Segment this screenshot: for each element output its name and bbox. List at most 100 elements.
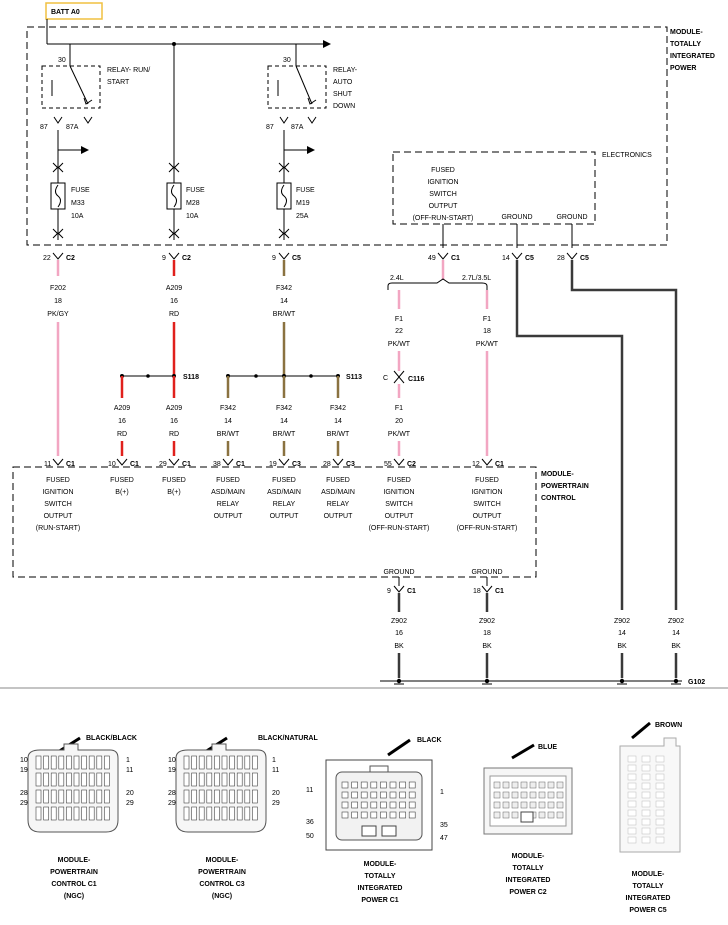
connector-cavity bbox=[191, 755, 197, 770]
connector-cavity bbox=[556, 781, 564, 789]
svg-text:M28: M28 bbox=[186, 200, 200, 207]
connector-cavity bbox=[66, 772, 72, 787]
connector-cavity bbox=[96, 772, 103, 787]
connector-cavity bbox=[655, 809, 665, 817]
svg-text:RELAY- RUN/: RELAY- RUN/ bbox=[107, 67, 150, 74]
svg-text:11: 11 bbox=[126, 767, 133, 774]
connector-cavity bbox=[538, 811, 546, 819]
connector-cavity bbox=[229, 755, 235, 770]
connector-cavity bbox=[538, 801, 546, 809]
connector-cavity bbox=[236, 806, 243, 821]
connector-cavity bbox=[244, 772, 251, 787]
svg-text:F202: F202 bbox=[50, 285, 66, 292]
svg-text:B(+): B(+) bbox=[115, 489, 128, 496]
svg-text:2.4L: 2.4L bbox=[390, 275, 404, 282]
connector-cavity bbox=[493, 801, 501, 809]
svg-text:BK: BK bbox=[617, 643, 627, 650]
svg-text:C1: C1 bbox=[130, 461, 139, 468]
mtip-ground2-label: GROUND bbox=[556, 214, 587, 221]
connector-cavity bbox=[229, 772, 235, 787]
connector-cavity bbox=[556, 801, 564, 809]
connector-cavity bbox=[502, 791, 510, 799]
connector-cavity bbox=[221, 806, 228, 821]
svg-text:MODULE-: MODULE- bbox=[58, 857, 91, 864]
svg-text:C3: C3 bbox=[292, 461, 301, 468]
svg-text:BLACK: BLACK bbox=[417, 737, 442, 744]
connector-mtip-c2: BLUE MODULE- TOTALLY INTEGRATED POWER C2 bbox=[483, 743, 573, 896]
svg-text:36: 36 bbox=[306, 819, 314, 826]
connector-cavity bbox=[43, 789, 49, 804]
svg-text:RELAY: RELAY bbox=[273, 501, 296, 508]
connector-cavity bbox=[206, 755, 213, 770]
connector-cavity bbox=[73, 806, 80, 821]
connector-cavity bbox=[58, 772, 65, 787]
connector-cavity bbox=[229, 789, 235, 804]
connector-cavity bbox=[58, 806, 65, 821]
svg-text:CONTROL C3: CONTROL C3 bbox=[199, 881, 244, 888]
connector-cavity bbox=[547, 781, 555, 789]
svg-text:1: 1 bbox=[440, 789, 444, 796]
connector-cavity bbox=[511, 801, 519, 809]
connector-cavity bbox=[43, 806, 49, 821]
connector-cavity bbox=[511, 781, 519, 789]
connector-cavity bbox=[236, 755, 243, 770]
connector-cavity bbox=[236, 789, 243, 804]
svg-text:BR/WT: BR/WT bbox=[217, 431, 240, 438]
svg-text:12: 12 bbox=[472, 461, 480, 468]
connector-cavity bbox=[380, 781, 387, 789]
wire-a209: A209 16 RD S118 bbox=[120, 260, 199, 398]
connector-cavity bbox=[66, 806, 72, 821]
connector-cavity bbox=[360, 781, 368, 789]
connector-cavity bbox=[206, 806, 213, 821]
connector-cavity bbox=[88, 755, 95, 770]
svg-text:FUSED: FUSED bbox=[272, 477, 296, 484]
connector-cavity bbox=[88, 789, 95, 804]
connector-cavity bbox=[389, 811, 397, 819]
connector-cavity bbox=[43, 772, 49, 787]
svg-text:C: C bbox=[383, 375, 388, 382]
pcm-pin-descriptions: FUSED IGNITION SWITCH OUTPUT (RUN-START)… bbox=[36, 477, 518, 532]
connector-cavity bbox=[556, 791, 564, 799]
svg-text:BR/WT: BR/WT bbox=[273, 311, 296, 318]
svg-text:(NGC): (NGC) bbox=[64, 893, 84, 900]
svg-text:C1: C1 bbox=[451, 255, 460, 262]
connector-cavity bbox=[351, 781, 358, 789]
connector-cavity bbox=[641, 800, 651, 808]
connector-cavity bbox=[502, 781, 510, 789]
svg-text:OUTPUT: OUTPUT bbox=[214, 513, 244, 520]
svg-text:MODULE-: MODULE- bbox=[541, 471, 574, 478]
svg-text:F1: F1 bbox=[395, 405, 403, 412]
svg-text:14: 14 bbox=[224, 418, 232, 425]
relay-run-start: 30 RELAY- RUN/ START 87 87A bbox=[40, 44, 150, 131]
svg-text:F342: F342 bbox=[220, 405, 236, 412]
svg-text:20: 20 bbox=[395, 418, 403, 425]
connector-cavity bbox=[408, 811, 416, 819]
svg-text:11: 11 bbox=[306, 787, 313, 794]
svg-text:M19: M19 bbox=[296, 200, 310, 207]
svg-text:DOWN: DOWN bbox=[333, 103, 355, 110]
svg-text:FUSED: FUSED bbox=[431, 167, 455, 174]
connector-cavity bbox=[380, 791, 387, 799]
svg-text:14: 14 bbox=[334, 418, 342, 425]
connector-cavity bbox=[538, 791, 546, 799]
connector-cavity bbox=[408, 801, 416, 809]
fuse-column-2: FUSE M28 10A bbox=[166, 44, 205, 240]
svg-text:19: 19 bbox=[269, 461, 277, 468]
connector-cavity bbox=[96, 755, 103, 770]
connector-cavity bbox=[191, 789, 197, 804]
svg-text:A209: A209 bbox=[166, 405, 182, 412]
svg-text:C2: C2 bbox=[66, 255, 75, 262]
svg-text:49: 49 bbox=[428, 255, 436, 262]
connector-cavity bbox=[641, 764, 651, 772]
connector-cavity bbox=[627, 755, 637, 763]
connector-cavity bbox=[341, 791, 349, 799]
svg-text:Z902: Z902 bbox=[614, 618, 630, 625]
fuse-column-3: FUSE M19 25A bbox=[276, 130, 315, 240]
connector-cavity bbox=[50, 772, 57, 787]
connector-cavity bbox=[50, 806, 57, 821]
svg-text:A209: A209 bbox=[114, 405, 130, 412]
svg-text:BK: BK bbox=[394, 643, 404, 650]
svg-text:(NGC): (NGC) bbox=[212, 893, 232, 900]
connector-cavity bbox=[547, 801, 555, 809]
